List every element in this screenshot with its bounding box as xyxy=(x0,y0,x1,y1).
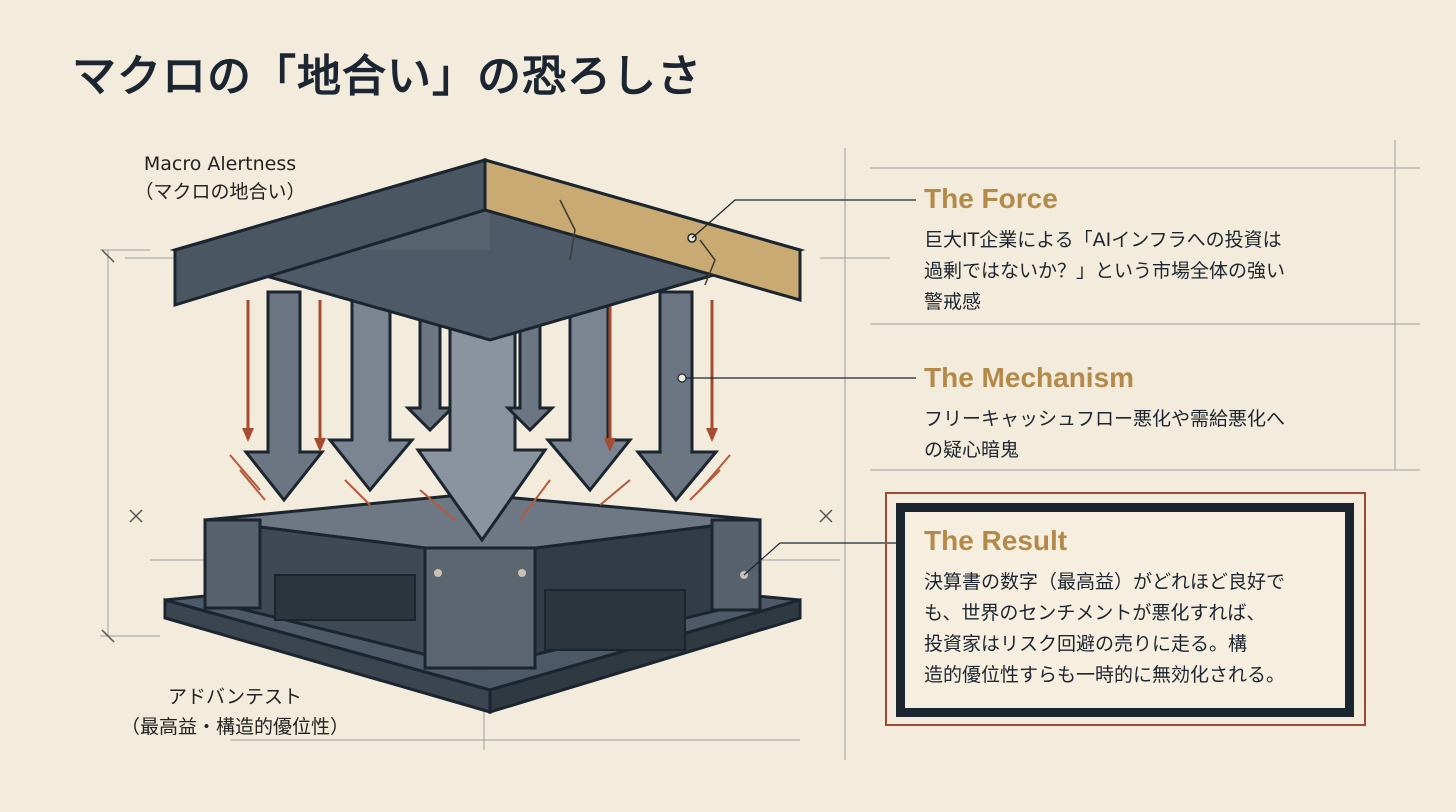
force-line-3: 警戒感 xyxy=(924,291,982,313)
thin-arrows xyxy=(246,300,714,440)
result-line-1: 決算書の数字（最高益）がどれほど良好で xyxy=(924,571,1286,593)
force-line-2: 過剰ではないか？」という市場全体の強い xyxy=(924,260,1286,282)
mechanism-text: フリーキャッシュフロー悪化や需給悪化へ の疑心暗鬼 xyxy=(924,404,1344,466)
top-slab xyxy=(169,158,806,342)
base-block xyxy=(163,492,802,715)
mechanism-panel: The Mechanism フリーキャッシュフロー悪化や需給悪化へ の疑心暗鬼 xyxy=(924,362,1344,466)
macro-alertness-label: Macro Alertness （マクロの地合い） xyxy=(130,150,310,206)
macro-alertness-title: Macro Alertness xyxy=(143,153,297,175)
result-line-2: も、世界のセンチメントが悪化すれば、 xyxy=(924,602,1266,624)
mechanism-heading: The Mechanism xyxy=(924,362,1135,393)
force-line-1: 巨大IT企業による「AIインフラへの投資は xyxy=(924,229,1282,251)
result-line-4: 造的優位性すらも一時的に無効化される。 xyxy=(924,664,1286,686)
mechanism-line-2: の疑心暗鬼 xyxy=(924,439,1020,461)
result-heading: The Result xyxy=(924,525,1068,556)
force-heading: The Force xyxy=(924,183,1058,214)
guide-marks xyxy=(101,249,833,643)
result-panel: The Result 決算書の数字（最高益）がどれほど良好で も、世界のセンチメ… xyxy=(924,525,1334,691)
result-frame xyxy=(896,503,1354,717)
advantest-subtitle: （最高益・構造的優位性） xyxy=(120,716,349,738)
result-text: 決算書の数字（最高益）がどれほど良好で も、世界のセンチメントが悪化すれば、 投… xyxy=(924,567,1334,691)
force-panel: The Force 巨大IT企業による「AIインフラへの投資は 過剰ではないか？… xyxy=(924,183,1344,318)
advantest-title: アドバンテスト xyxy=(168,686,302,708)
mechanism-line-1: フリーキャッシュフロー悪化や需給悪化へ xyxy=(924,408,1286,430)
leader-lines xyxy=(677,199,916,576)
force-text: 巨大IT企業による「AIインフラへの投資は 過剰ではないか？」という市場全体の強… xyxy=(924,225,1344,318)
advantest-label: アドバンテスト （最高益・構造的優位性） xyxy=(100,682,370,742)
page-title: マクロの「地合い」の恐ろしさ xyxy=(72,51,702,102)
macro-alertness-subtitle: （マクロの地合い） xyxy=(134,181,306,203)
thin-arrow-heads xyxy=(242,428,718,452)
result-line-3: 投資家はリスク回避の売りに走る。構 xyxy=(924,633,1248,655)
impact-lines xyxy=(229,454,731,521)
result-outer-frame xyxy=(885,492,1366,726)
